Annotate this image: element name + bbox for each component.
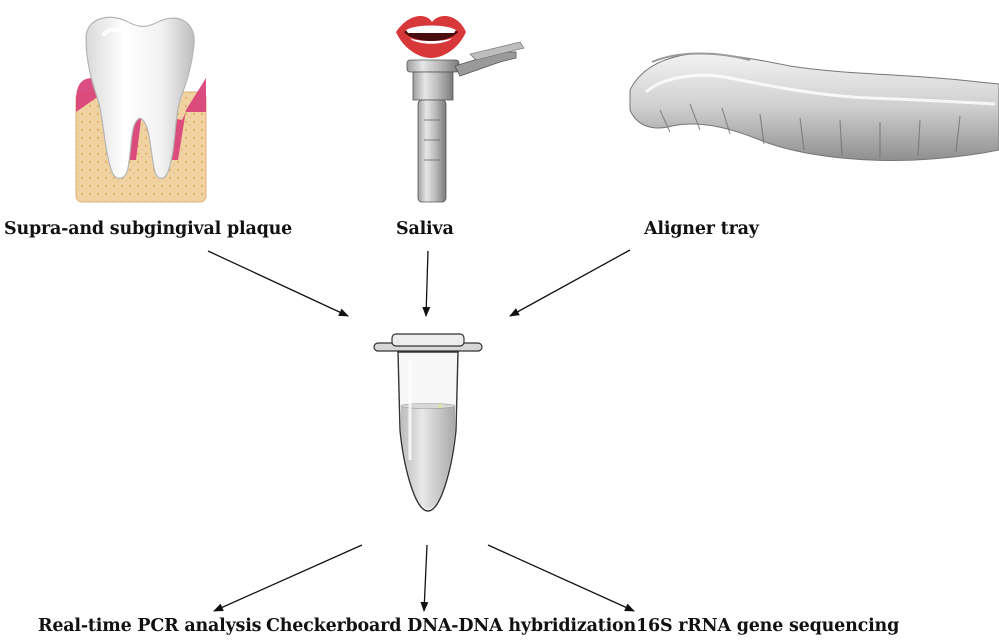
label-supra-subgingival-plaque: Supra-and subgingival plaque bbox=[4, 219, 292, 239]
microcentrifuge-tube-icon bbox=[374, 334, 482, 511]
arrow-plaque-to-tube bbox=[208, 251, 348, 316]
saliva-collector-icon bbox=[407, 42, 524, 202]
label-16s-rrna-sequencing: 16S rRNA gene sequencing bbox=[636, 616, 899, 636]
arrow-tray-to-tube bbox=[510, 250, 630, 316]
arrow-tube-to-pcr bbox=[214, 545, 362, 611]
arrow-saliva-to-tube bbox=[426, 251, 428, 316]
label-saliva: Saliva bbox=[396, 219, 454, 239]
aligner-tray-icon bbox=[630, 54, 999, 161]
label-real-time-pcr: Real-time PCR analysis bbox=[38, 616, 261, 636]
label-aligner-tray: Aligner tray bbox=[644, 219, 759, 239]
mouth-icon bbox=[396, 16, 466, 58]
tooth-icon bbox=[76, 17, 206, 202]
label-checkerboard-hybridization: Checkerboard DNA-DNA hybridization bbox=[266, 616, 636, 636]
arrow-tube-to-sequencing bbox=[488, 545, 634, 611]
arrow-tube-to-checkerboard bbox=[424, 545, 427, 611]
